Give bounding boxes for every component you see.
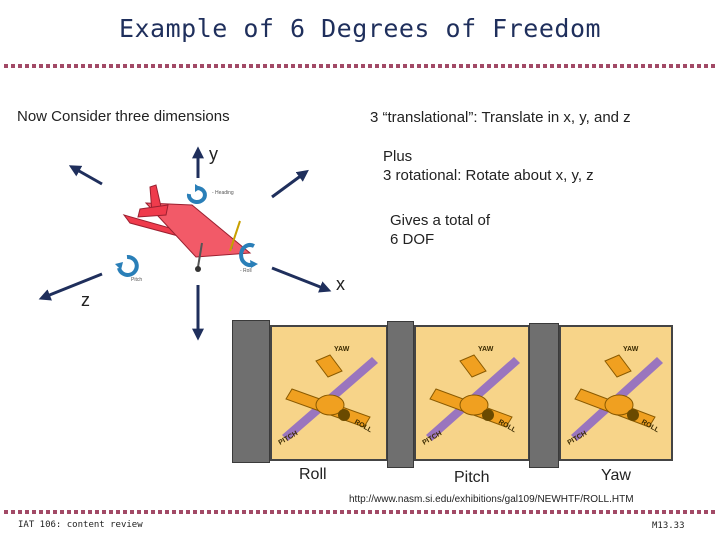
footer-dotted-rule — [4, 510, 716, 514]
yaw-grey-bar — [529, 323, 559, 468]
yaw-text: YAW — [334, 346, 350, 353]
roll-caption: Roll — [299, 466, 327, 483]
source-url[interactable]: http://www.nasm.si.edu/exhibitions/gal10… — [349, 494, 634, 505]
roll-grey-bar — [232, 320, 270, 463]
yaw-plane-icon: YAW ROLL PITCH — [567, 346, 663, 447]
pitch-panel: YAW ROLL PITCH — [414, 325, 530, 461]
rotational-text: 3 rotational: Rotate about x, y, z — [383, 167, 594, 184]
z-axis-arrow — [38, 272, 103, 301]
translational-text: 3 “translational”: Translate in x, y, an… — [370, 109, 631, 126]
footer-course: IAT 106: content review — [18, 520, 143, 530]
z-axis-label: z — [81, 290, 90, 310]
pitch-grey-bar — [387, 321, 414, 468]
roll-label: - Roll — [240, 268, 252, 274]
heading-rotation-icon — [186, 184, 207, 204]
total-text: Gives a total of — [390, 212, 491, 229]
yaw-text: YAW — [478, 346, 494, 353]
pitch-small-label: Pitch — [131, 277, 143, 283]
pitch-caption: Pitch — [454, 469, 490, 486]
footer-slide-number: M13.33 — [652, 521, 685, 531]
yaw-panel: YAW ROLL PITCH — [559, 325, 673, 461]
roll-panel: YAW ROLL PITCH — [270, 325, 388, 461]
airplane-illustration — [122, 184, 252, 272]
roll-rotation-icon — [239, 243, 258, 268]
dof-text: 6 DOF — [390, 231, 435, 248]
yaw-text: YAW — [623, 346, 639, 353]
x-axis-label: x — [336, 274, 345, 294]
diag-left-up-arrow — [68, 165, 103, 186]
y-axis-label: y — [209, 144, 218, 164]
x-axis-arrow — [271, 266, 332, 293]
roll-plane-icon: YAW ROLL PITCH — [278, 346, 378, 447]
heading-label: - Heading — [212, 190, 234, 196]
diag-right-up-arrow — [271, 169, 309, 199]
plus-text: Plus — [383, 148, 413, 165]
yaw-caption: Yaw — [601, 467, 631, 484]
pitch-rotation-icon — [115, 254, 139, 277]
slide-title: Example of 6 Degrees of Freedom — [118, 14, 602, 43]
pitch-plane-icon: YAW ROLL PITCH — [422, 346, 520, 447]
intro-text: Now Consider three dimensions — [17, 108, 230, 125]
